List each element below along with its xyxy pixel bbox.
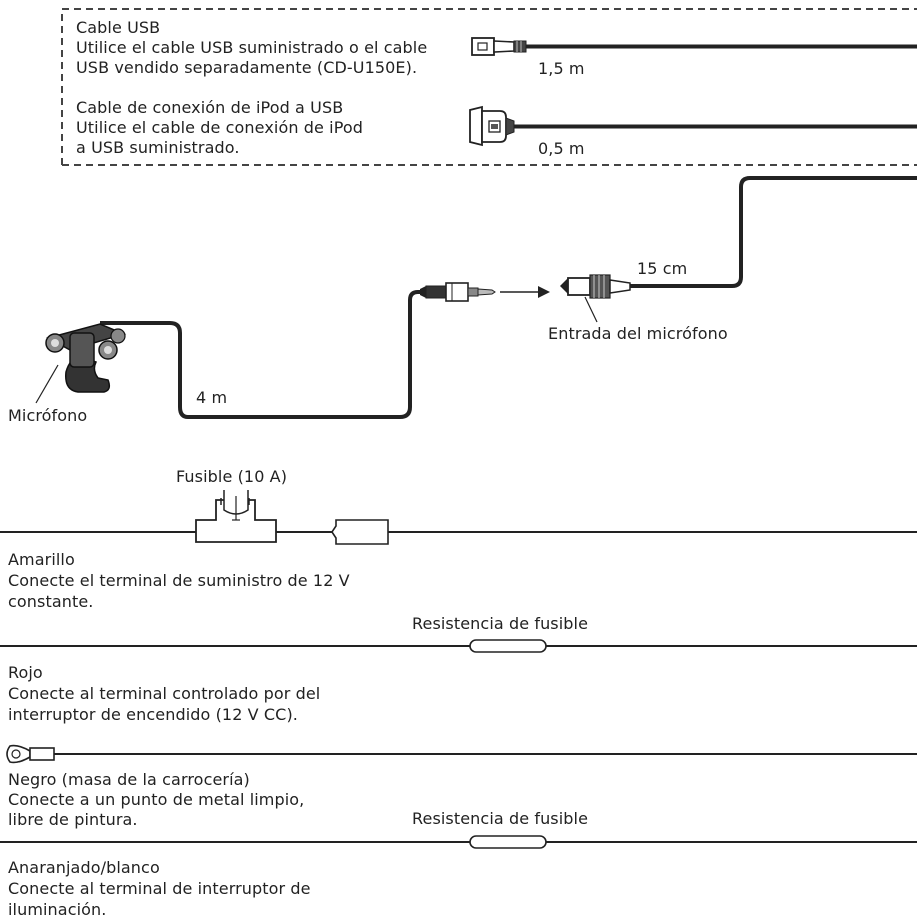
mic-input-jack-icon [560,274,631,299]
orange-white-line1: Conecte al terminal de interruptor de [8,879,311,898]
fuse-resistor-2-icon [469,835,547,849]
red-line2: interruptor de encendido (12 V CC). [8,705,298,724]
usb-connector-icon [471,37,527,56]
mic-cable-length: 4 m [196,388,228,407]
fuse-label: Fusible (10 A) [176,467,288,486]
ipod-cable-line2: a USB suministrado. [76,138,240,157]
orange-white-color-name: Anaranjado/blanco [8,858,160,877]
mic-input-length: 15 cm [637,259,688,278]
mic-extension-wire [630,176,917,288]
orange-white-line2: iluminación. [8,900,107,919]
mic-input-label: Entrada del micrófono [548,324,728,343]
black-line1: Conecte a un punto de metal limpio, [8,790,305,809]
usb-cable-title: Cable USB [76,18,161,37]
fuse-resistor-1-icon [469,639,547,653]
microphone-label: Micrófono [8,406,88,425]
ring-terminal-icon [6,744,55,764]
black-line2: libre de pintura. [8,810,138,829]
microphone-icon [45,323,127,393]
fuse-resistor-1-label: Resistencia de fusible [412,614,589,633]
noise-filter-icon [316,519,400,545]
yellow-line1: Conecte el terminal de suministro de 12 … [8,571,350,590]
usb-group-box [61,8,917,166]
ipod-cable-title: Cable de conexión de iPod a USB [76,98,344,117]
fuse-icon [195,490,277,543]
usb-cable-length: 1,5 m [538,59,585,78]
usb-cable-line1: Utilice el cable USB suministrado o el c… [76,38,428,57]
yellow-line2: constante. [8,592,94,611]
fuse-resistor-2-label: Resistencia de fusible [412,809,589,828]
mic-plug-icon [420,282,496,302]
yellow-color-name: Amarillo [8,550,75,569]
ipod-cable-line1: Utilice el cable de conexión de iPod [76,118,364,137]
ipod-connector-icon [469,105,515,147]
red-line1: Conecte al terminal controlado por del [8,684,321,703]
red-color-name: Rojo [8,663,43,682]
black-color-name: Negro (masa de la carrocería) [8,770,250,789]
microphone-leader [35,364,59,404]
arrow-right-icon [500,286,550,298]
ipod-cable-length: 0,5 m [538,139,585,158]
mic-input-leader [584,296,598,323]
mic-cable-wire [100,290,420,419]
usb-cable-line2: USB vendido separadamente (CD-U150E). [76,58,418,77]
